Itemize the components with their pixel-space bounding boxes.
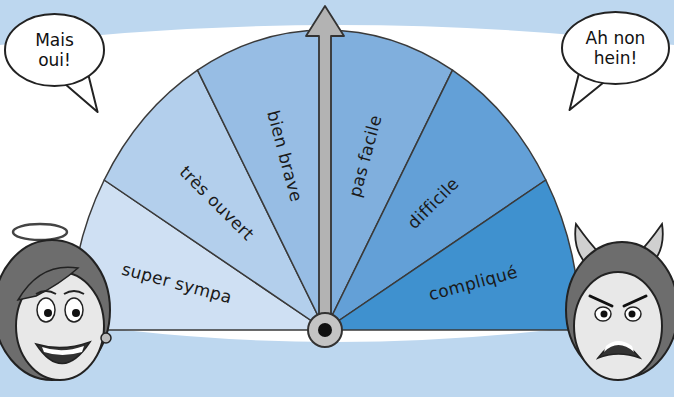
segment-fill xyxy=(104,70,325,330)
devil-eye xyxy=(595,307,611,321)
bubble-outline xyxy=(5,14,104,86)
devil-brows xyxy=(590,296,646,306)
gauge-hub xyxy=(308,313,342,347)
angel-fringe xyxy=(18,267,78,300)
devil-mouth xyxy=(598,344,640,358)
segment-fill xyxy=(325,30,453,330)
segment-label-holder: très ouvert xyxy=(176,161,258,243)
speech-text: Mais oui! xyxy=(24,30,86,71)
hub-dot xyxy=(318,323,332,337)
segment-label: très ouvert xyxy=(176,161,258,243)
segment-label: compliqué xyxy=(426,262,519,305)
segment-fill xyxy=(325,70,546,330)
segment-label-holder: bien brave xyxy=(264,108,308,204)
needle-arrow xyxy=(306,6,344,322)
angel-hair xyxy=(0,240,110,380)
devil-pupil xyxy=(601,311,608,318)
angel-eye xyxy=(65,298,83,322)
bubble-seam xyxy=(582,71,604,78)
segment-label: bien brave xyxy=(264,108,308,204)
segment-label-holder: pas facile xyxy=(344,113,385,199)
segment-label-holder: super sympa xyxy=(120,259,235,308)
devil-pupil xyxy=(629,311,636,318)
segment-fill xyxy=(198,30,326,330)
angel-pupil xyxy=(72,309,80,317)
devil-eye xyxy=(625,307,641,321)
bubble-seam xyxy=(65,73,86,80)
speech-text: Ah non hein! xyxy=(582,28,650,69)
earring xyxy=(101,333,111,343)
speech-bubble: Ah non hein! xyxy=(560,10,671,86)
angel-mouth xyxy=(36,342,90,364)
speech-bubble: Mais oui! xyxy=(3,12,106,88)
devil-face xyxy=(574,272,662,380)
angel-brows xyxy=(36,291,84,294)
angel-teeth xyxy=(42,346,84,355)
devil-teeth xyxy=(604,341,634,352)
halo xyxy=(13,224,67,240)
segment-label-holder: difficile xyxy=(403,173,463,233)
angel-eye xyxy=(37,298,55,322)
segment-label: difficile xyxy=(403,173,463,233)
segment-label-holder: compliqué xyxy=(426,262,519,305)
angel-pupil xyxy=(44,309,52,317)
segment-fill xyxy=(325,180,580,330)
segment-label: pas facile xyxy=(344,113,385,199)
bubble-outline xyxy=(562,12,669,84)
segment-label: super sympa xyxy=(120,259,235,308)
